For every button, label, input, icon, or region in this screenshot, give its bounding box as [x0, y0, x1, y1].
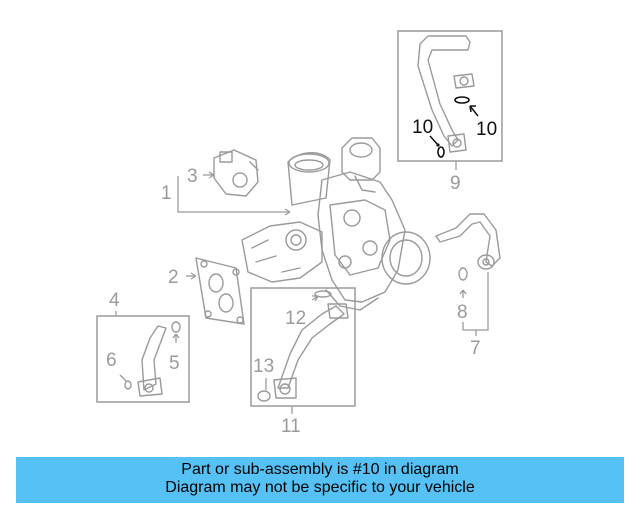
- banner-line-part: Part or sub-assembly is #10 in diagram: [181, 461, 459, 478]
- callout-5: 5: [169, 353, 180, 374]
- callout-4: 4: [109, 290, 120, 311]
- callout-12: 12: [285, 308, 306, 329]
- callout-2: 2: [168, 267, 179, 288]
- part-4-hose-drawing: [124, 321, 181, 397]
- parts-diagram: 1 2 3 4 5 6 7 8 9 10 10 11 12 13: [96, 30, 503, 437]
- part-7-line-drawing: [435, 213, 501, 281]
- part-3-drawing: [213, 149, 259, 197]
- callout-3: 3: [187, 166, 198, 187]
- callout-10-upper: 10: [476, 119, 497, 140]
- callout-6: 6: [106, 350, 117, 371]
- part-9-line-drawing: [417, 35, 475, 153]
- part-10-o-ring-drawings: [437, 96, 470, 158]
- turbocharger-drawing: [241, 137, 431, 311]
- banner-line-disclaimer: Diagram may not be specific to your vehi…: [165, 479, 475, 496]
- callout-1: 1: [161, 183, 172, 204]
- callout-10-lower: 10: [412, 117, 433, 138]
- callout-8: 8: [457, 302, 468, 323]
- part-2-gasket-drawing: [195, 257, 245, 325]
- callout-9: 9: [450, 173, 461, 194]
- callout-11: 11: [281, 416, 301, 437]
- callout-7: 7: [470, 338, 481, 359]
- callout-13: 13: [253, 356, 274, 377]
- info-banner: Part or sub-assembly is #10 in diagram D…: [16, 457, 624, 503]
- part-11-hose-drawing: [257, 290, 349, 402]
